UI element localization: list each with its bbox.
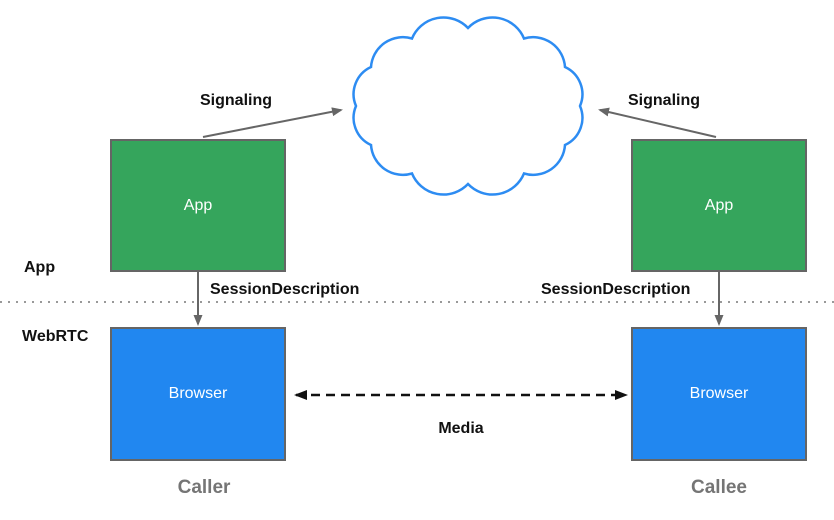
app-node-callee-label: App (704, 196, 734, 214)
browser-node-callee: Browser (631, 327, 807, 461)
caller-label: Caller (177, 477, 231, 498)
signaling-arrow-left (202, 107, 343, 138)
layer-label-app: App (24, 259, 56, 276)
app-node-callee: App (631, 139, 807, 272)
internet-cloud-icon (352, 16, 584, 196)
browser-node-callee-label: Browser (689, 385, 749, 402)
app-node-caller: App (110, 139, 286, 272)
session-description-label-left: SessionDescription (210, 281, 360, 298)
callee-label: Callee (691, 477, 747, 498)
layer-label-webrtc: WebRTC (22, 328, 89, 345)
session-description-label-right: SessionDescription (541, 281, 691, 298)
signaling-arrow-right (598, 107, 717, 138)
signaling-label-right: Signaling (628, 92, 700, 109)
signaling-label-left: Signaling (200, 92, 272, 109)
app-node-caller-label: App (183, 196, 213, 214)
browser-node-caller-label: Browser (168, 385, 228, 402)
media-label: Media (438, 420, 484, 437)
browser-node-caller: Browser (110, 327, 286, 461)
